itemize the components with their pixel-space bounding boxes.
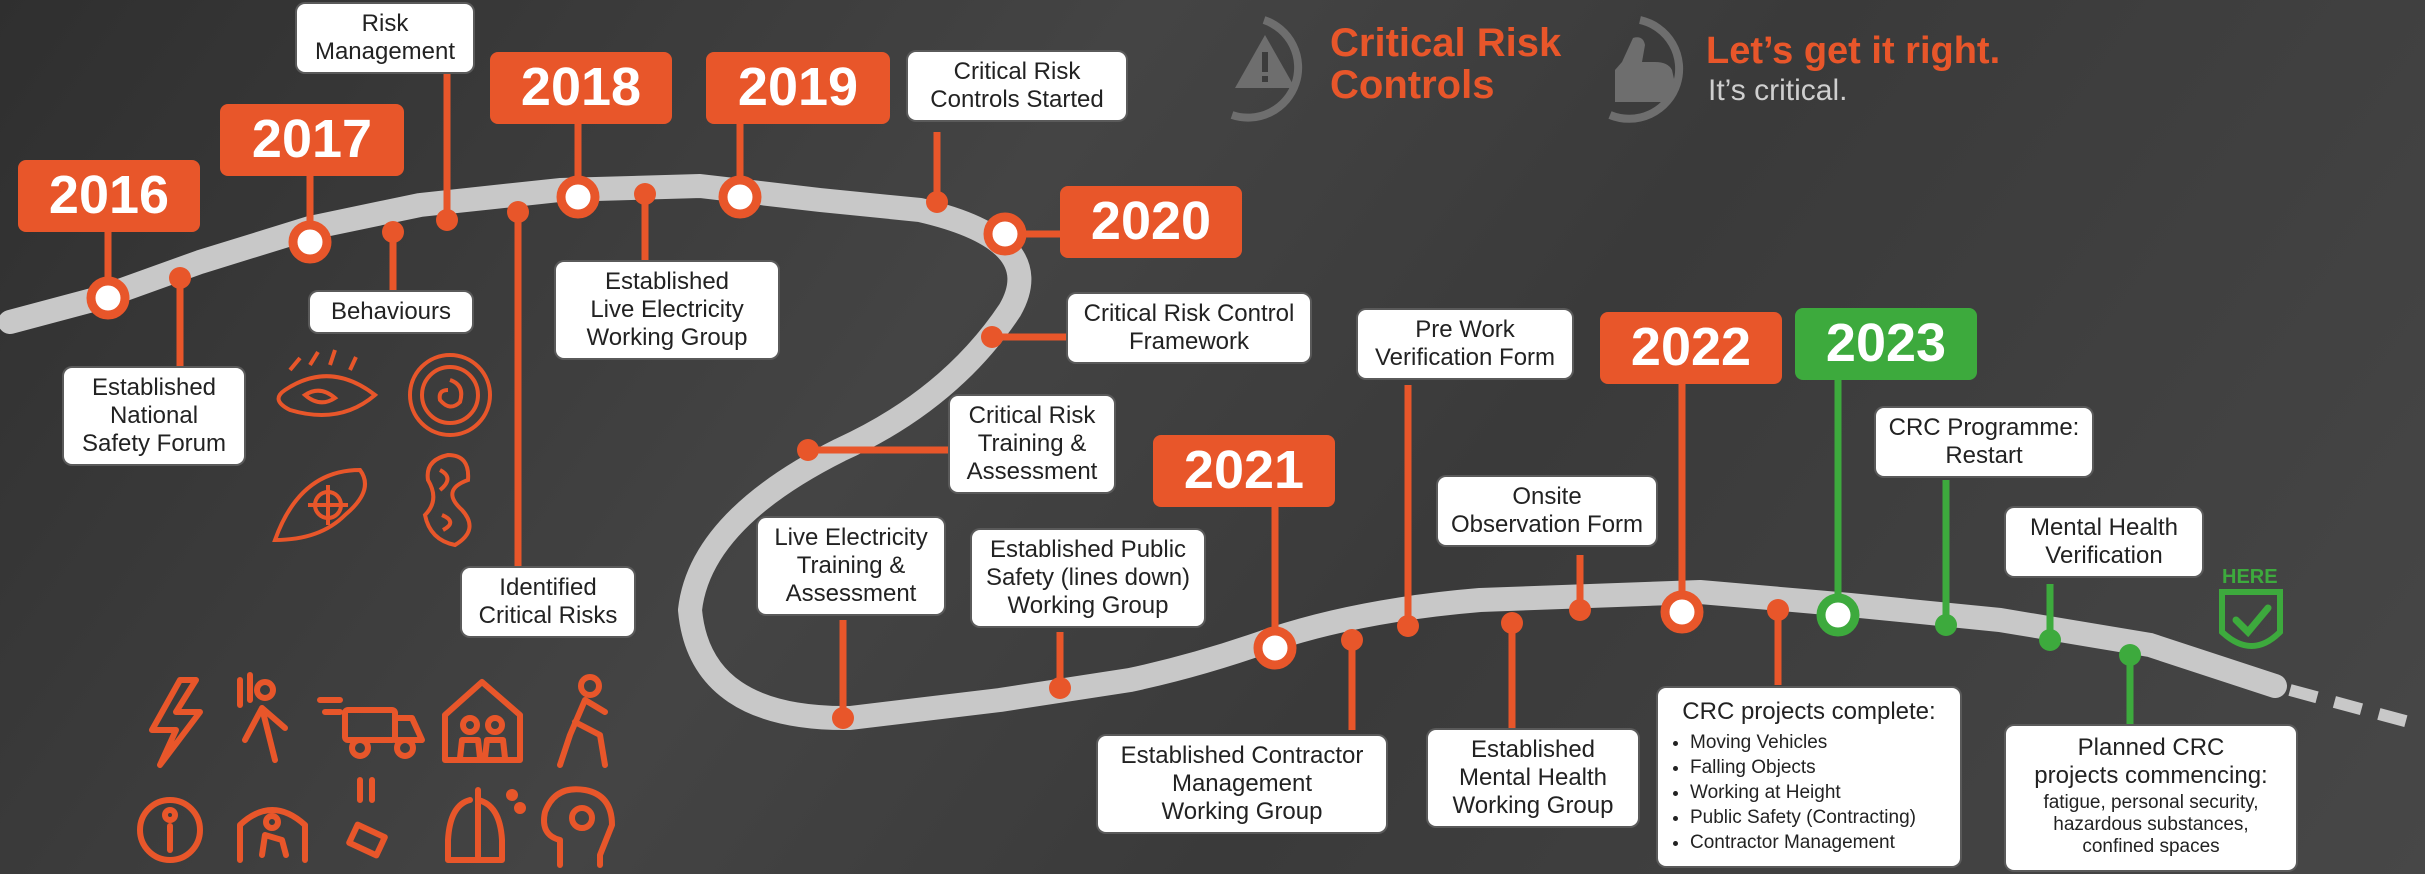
label-national-safety-forum: Established National Safety Forum	[64, 368, 244, 464]
label-crc-started: Critical Risk Controls Started	[908, 52, 1126, 120]
public-safety-icon	[442, 679, 523, 763]
crc-complete-heading: CRC projects complete:	[1682, 698, 1936, 725]
marker-2023	[1816, 593, 1860, 637]
koru-fish-icon	[276, 349, 379, 417]
year-2018: 2018	[490, 52, 672, 124]
list-item: Public Safety (Contracting)	[1690, 805, 1948, 830]
lightning-icon	[149, 677, 203, 768]
brand-title-line2: Controls	[1330, 63, 1495, 107]
bird-motif-icon	[272, 467, 367, 543]
label-onsite-observation: Onsite Observation Form	[1438, 477, 1656, 545]
mental-health-icon	[541, 786, 615, 868]
planned-crc-projects: Planned CRC projects commencing: fatigue…	[2006, 726, 2296, 870]
label-crc-programme-restart: CRC Programme: Restart	[1876, 408, 2092, 476]
label-live-electricity-working-group: Established Live Electricity Working Gro…	[556, 262, 778, 358]
label-live-electricity-training: Live Electricity Training & Assessment	[758, 518, 944, 614]
marker-2018	[556, 175, 600, 219]
list-item: Falling Objects	[1690, 755, 1948, 780]
thumbs-up-icon	[1608, 16, 1684, 123]
crc-projects-complete: CRC projects complete: Moving Vehicles F…	[1658, 688, 1960, 866]
year-markers	[86, 175, 1860, 670]
green-dots	[1935, 614, 2141, 666]
label-public-safety-working-group: Established Public Safety (lines down) W…	[972, 530, 1204, 626]
label-contractor-mgmt-working-group: Established Contractor Management Workin…	[1098, 736, 1386, 832]
label-risk-management: Risk Management	[297, 4, 473, 72]
marker-2019	[718, 175, 762, 219]
falling-object-icon	[346, 777, 388, 859]
brand-icons	[1230, 16, 1684, 123]
year-2017: 2017	[220, 104, 404, 176]
fall-icon	[237, 672, 288, 763]
brand-title: Critical Risk Controls	[1330, 22, 1561, 106]
vehicle-icon	[317, 697, 425, 759]
crc-complete-list: Moving Vehicles Falling Objects Working …	[1670, 730, 1948, 855]
year-2020: 2020	[1060, 186, 1242, 258]
brand-slogan-sub: It’s critical.	[1708, 74, 1848, 107]
confined-space-icon	[237, 807, 308, 863]
label-identified-critical-risks: Identified Critical Risks	[462, 568, 634, 636]
year-2016: 2016	[18, 160, 200, 232]
hazardous-substance-icon	[445, 787, 526, 863]
marker-2020	[983, 212, 1027, 256]
maori-art-icons	[272, 349, 492, 548]
label-mental-health-verification: Mental Health Verification	[2006, 508, 2202, 576]
planned-crc-heading: Planned CRC projects commencing:	[2034, 734, 2268, 789]
seahorse-motif-icon	[422, 452, 472, 548]
timeline-road-dashed-future	[2288, 684, 2422, 731]
label-mental-health-working-group: Established Mental Health Working Group	[1428, 730, 1638, 826]
fatigue-icon	[557, 674, 608, 768]
koru-spiral-icon	[408, 353, 492, 437]
marker-2016	[86, 276, 130, 320]
here-label: HERE	[2222, 566, 2278, 588]
list-item: Moving Vehicles	[1690, 730, 1948, 755]
marker-2017	[288, 220, 332, 264]
risk-icons	[137, 672, 615, 868]
label-behaviours: Behaviours	[310, 292, 472, 332]
label-crc-training: Critical Risk Training & Assessment	[950, 396, 1114, 492]
brand-slogan: Let’s get it right.	[1706, 30, 2001, 72]
planned-crc-detail: fatigue, personal security, hazardous su…	[2043, 792, 2259, 857]
year-2023: 2023	[1795, 308, 1977, 380]
shield-check-icon	[2219, 589, 2283, 649]
year-2019: 2019	[706, 52, 890, 124]
warning-triangle-icon	[1230, 16, 1303, 122]
year-2022: 2022	[1600, 312, 1782, 384]
event-dots	[169, 183, 1789, 729]
label-crc-framework: Critical Risk Control Framework	[1068, 294, 1310, 362]
label-pre-work-verification: Pre Work Verification Form	[1358, 310, 1572, 378]
marker-2021	[1253, 626, 1297, 670]
list-item: Contractor Management	[1690, 830, 1948, 855]
list-item: Working at Height	[1690, 780, 1948, 805]
marker-2022	[1660, 590, 1704, 634]
brand-title-line1: Critical Risk	[1330, 21, 1562, 65]
year-2021: 2021	[1153, 435, 1335, 507]
person-security-icon	[137, 797, 203, 863]
